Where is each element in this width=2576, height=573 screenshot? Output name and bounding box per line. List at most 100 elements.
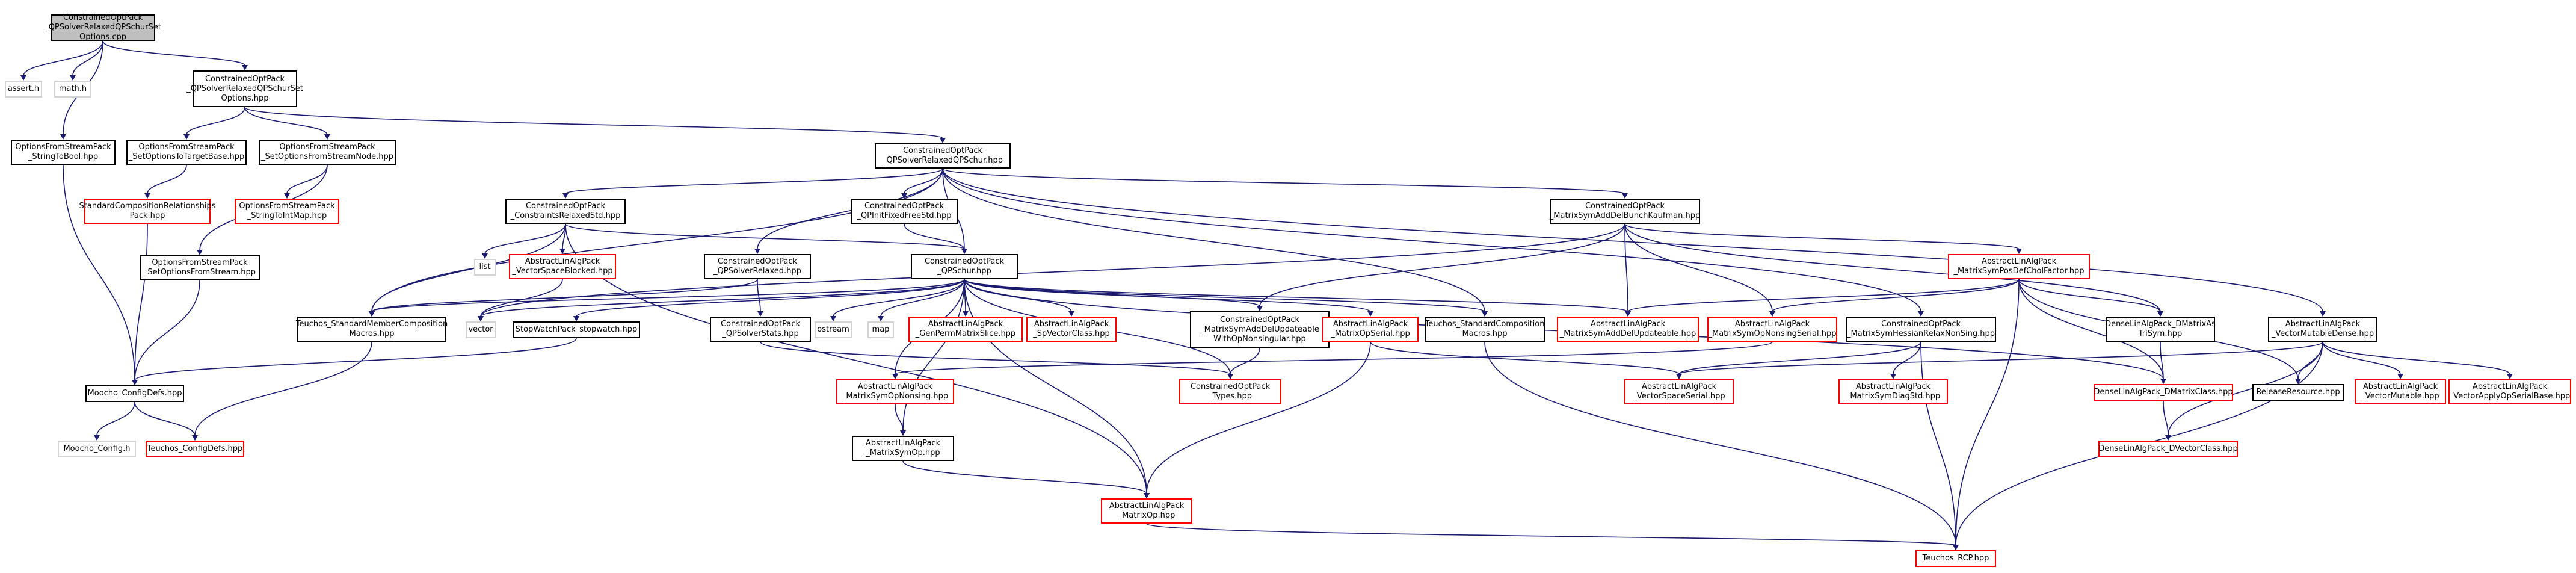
edge-vectormutabledense-to-dvectorclass [2168,341,2323,436]
node-vectorapplyopserialbase[interactable]: AbstractLinAlgPack _VectorApplyOpSerialB… [2448,379,2571,404]
node-setopt-targetbase[interactable]: OptionsFromStreamPack _SetOptionsToTarge… [126,140,247,165]
node-stringtointmap[interactable]: OptionsFromStreamPack _StringToIntMap.hp… [235,199,339,224]
edge-qpschur-to-matrixsym_adddelupd_nonsing [964,279,1260,307]
edge-arrowhead [242,65,248,70]
edge-arrowhead [132,380,138,385]
edge-matrixsym_bunchkaufman-to-matrixsym_adddelupdateable [1624,223,1628,312]
edge-qpinitfixedfreestd-to-qpschur [904,223,965,250]
node-dmatrixas-trisym[interactable]: DenseLinAlgPack_DMatrixAs TriSym.hpp [2105,317,2216,342]
edge-teuchos_stdmember-to-teuchos_configdefs [194,341,372,436]
node-setopt-streamnode[interactable]: OptionsFromStreamPack _SetOptionsFromStr… [259,140,396,165]
node-stringtobool[interactable]: OptionsFromStreamPack _StringToBool.hpp [11,140,116,165]
node-dvectorclass[interactable]: DenseLinAlgPack_DVectorClass.hpp [2098,441,2238,457]
edge-arrowhead [2160,379,2166,384]
node-vector: vector [466,321,496,338]
node-qpsolverstats[interactable]: ConstrainedOptPack _QPSolverStats.hpp [710,317,811,342]
node-matrixsym-diagstd[interactable]: AbstractLinAlgPack _MatrixSymDiagStd.hpp [1838,379,1948,404]
edge-arrowhead [1953,545,1959,550]
edge-arrowhead [60,134,66,140]
node-setopt-stream[interactable]: OptionsFromStreamPack _SetOptionsFromStr… [140,255,260,280]
node-moocho-configdefs[interactable]: Moocho_ConfigDefs.hpp [85,385,184,402]
node-constraints-relaxedstd[interactable]: ConstrainedOptPack _ConstraintsRelaxedSt… [505,199,626,224]
node-vectormutabledense[interactable]: AbstractLinAlgPack _VectorMutableDense.h… [2268,317,2377,342]
edge-root-to-schurset_hpp [102,40,245,66]
edge-arrowhead [324,134,330,140]
edge-qpschur-to-stopwatch [576,279,965,317]
node-matrixsym-opnonsing[interactable]: AbstractLinAlgPack _MatrixSymOpNonsing.h… [836,379,954,404]
node-matrixsym-adddelupdateable[interactable]: AbstractLinAlgPack _MatrixSymAddDelUpdat… [1557,317,1699,342]
node-matrixsym-opnonsingserial[interactable]: AbstractLinAlgPack _MatrixSymOpNonsingSe… [1707,317,1837,342]
node-schurset-hpp[interactable]: ConstrainedOptPack _QPSolverRelaxedQPSch… [186,70,303,107]
edge-vectorspaceblocked-to-vector [480,279,563,317]
node-teuchos-stdcomp[interactable]: Teuchos_StandardComposition Macros.hpp [1425,317,1545,342]
node-stopwatch[interactable]: StopWatchPack_stopwatch.hpp [513,321,640,338]
edge-arrowhead [1068,311,1074,317]
edge-matrixopserial-to-matrixop [1146,341,1371,494]
edge-arrowhead [197,250,203,255]
node-qpinitfixedfreestd[interactable]: ConstrainedOptPack _QPInitFixedFreeStd.h… [851,199,958,224]
node-releaseresource[interactable]: ReleaseResource.hpp [2252,384,2344,401]
node-matrixsym-adddelupd-nonsing[interactable]: ConstrainedOptPack _MatrixSymAddDelUpdat… [1190,311,1330,348]
edge-qpschur-to-matrixsymop [902,279,965,432]
node-vectormutable[interactable]: AbstractLinAlgPack _VectorMutable.hpp [2355,379,2446,404]
edge-qpsolverrelaxed-to-qpsolverstats [757,279,761,312]
edge-vectormutabledense-to-vectorspaceserial [1678,341,2323,375]
edge-constraints_relaxedstd-to-list [484,223,566,255]
edge-matrixsym_opnonsingserial-to-matrixsym_opnonsing [895,341,1773,375]
node-teuchos-configdefs[interactable]: Teuchos_ConfigDefs.hpp [146,441,244,457]
edge-matrixsym_poscholfactor-to-dmatrixas_trisym [2018,279,2161,312]
edge-moocho_configdefs-to-teuchos_configdefs [134,401,196,436]
edge-arrowhead [1625,311,1631,317]
edge-arrowhead [573,316,579,321]
edge-arrowhead [1257,306,1263,311]
edge-vectormutabledense-to-vectorapplyopserialbase [2322,341,2510,375]
edge-arrowhead [1622,193,1628,199]
node-matrixsymop[interactable]: AbstractLinAlgPack _MatrixSymOp.hpp [852,436,954,461]
node-matrixopserial[interactable]: AbstractLinAlgPack _MatrixOpSerial.hpp [1322,317,1419,342]
edge-arrowhead [1890,374,1896,379]
node-vectorspaceblocked[interactable]: AbstractLinAlgPack _VectorSpaceBlocked.h… [509,254,616,279]
edge-matrixsym_hessianrelax-to-matrixsym_diagstd [1893,341,1921,375]
edge-qpsolver_relaxedqpschur-to-teuchos_stdcomp [942,168,1485,312]
node-matrixsym-bunchkaufman[interactable]: ConstrainedOptPack _MatrixSymAddDelBunch… [1550,199,1700,224]
node-moocho-config-h: Moocho_Config.h [58,441,136,457]
node-qpschur[interactable]: ConstrainedOptPack _QPSchur.hpp [911,254,1018,279]
edge-arrowhead [961,249,967,254]
edge-arrowhead [940,138,946,143]
node-matrixop[interactable]: AbstractLinAlgPack _MatrixOp.hpp [1101,498,1192,524]
edge-arrowhead [1769,311,1775,317]
node-matrixsym-poscholfactor[interactable]: AbstractLinAlgPack _MatrixSymPosDefCholF… [1948,254,2090,279]
edge-qpschur-to-matrixopserial [964,279,1371,312]
edge-qpschur-to-vector [480,279,965,317]
edge-schurset_hpp-to-setopt_streamnode [244,107,328,135]
edge-arrowhead [70,75,76,81]
edge-qpsolverstats-to-cop_types [760,341,1231,375]
edge-matrixsym_bunchkaufman-to-dmatrixas_trisym [1624,223,2161,312]
edge-matrixsym_poscholfactor-to-dmatrixclass [2018,279,2164,380]
node-assert-h: assert.h [5,81,42,98]
node-cop-types[interactable]: ConstrainedOptPack _Types.hpp [1179,379,1281,404]
node-teuchos-stdmember[interactable]: Teuchos_StandardMemberComposition Macros… [296,317,448,342]
node-matrixsym-hessianrelax[interactable]: ConstrainedOptPack _MatrixSymHessianRela… [1846,317,1996,342]
node-teuchos-rcp[interactable]: Teuchos_RCP.hpp [1915,550,1996,567]
node-spvectorclass[interactable]: AbstractLinAlgPack _SpVectorClass.hpp [1026,317,1117,342]
edge-qpsolver_relaxedqpschur-to-matrixsym_hessianrelax [942,168,1921,312]
edge-stopwatch-to-moocho_configdefs [134,338,577,381]
edge-arrowhead [1144,493,1150,498]
edge-matrixsym_poscholfactor-to-teuchos_rcp [1955,279,2020,546]
node-qpsolverrelaxed[interactable]: ConstrainedOptPack _QPSolverRelaxed.hpp [704,254,811,279]
node-stdcomp-relationships[interactable]: StandardCompositionRelationships Pack.hp… [79,199,215,224]
edge-matrixsym_poscholfactor-to-matrixsym_opnonsingserial [1772,279,2020,312]
node-ostream: ostream [815,321,852,338]
node-genpermmatrixslice[interactable]: AbstractLinAlgPack _GenPermMatrixSlice.h… [908,317,1023,342]
edge-constraints_relaxedstd-to-qpschur [565,223,965,250]
edge-arrowhead [878,316,884,321]
edge-arrowhead [369,311,375,317]
node-vectorspaceserial[interactable]: AbstractLinAlgPack _VectorSpaceSerial.hp… [1624,379,1734,404]
edge-matrixsym_bunchkaufman-to-matrixsym_adddelupd_nonsing [1259,223,1625,307]
node-dmatrixclass[interactable]: DenseLinAlgPack_DMatrixClass.hpp [2094,384,2233,401]
edge-qpschur-to-map [880,279,965,317]
edge-arrowhead [2507,374,2513,379]
node-qpsolver-relaxedqpschur[interactable]: ConstrainedOptPack _QPSolverRelaxedQPSch… [875,143,1011,169]
edge-arrowhead [2295,379,2301,384]
